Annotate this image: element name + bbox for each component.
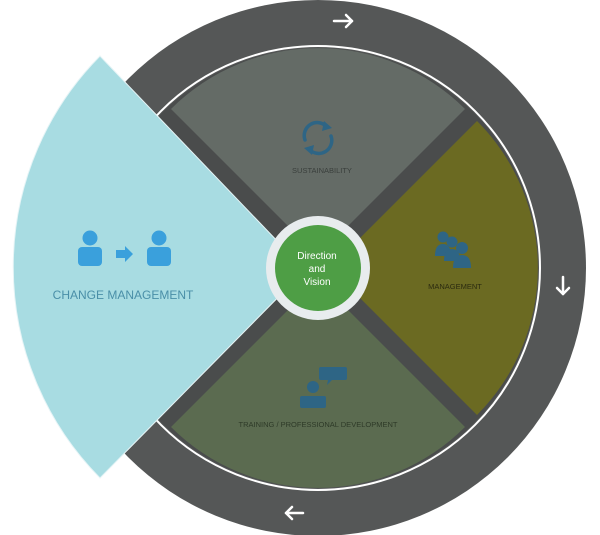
segment-change-management[interactable] — [12, 55, 306, 479]
group-people-icon — [435, 231, 471, 268]
center-circle[interactable] — [275, 225, 361, 311]
arrow-left-icon — [284, 505, 305, 521]
training-label: TRAINING / PROFESSIONAL DEVELOPMENT — [239, 420, 398, 429]
person-to-person-icon — [78, 230, 171, 266]
speaker-chat-icon — [300, 367, 347, 408]
change-management-label: CHANGE MANAGEMENT — [53, 288, 194, 302]
sustainability-label: SUSTAINABILITY — [292, 166, 352, 175]
arrow-down-icon — [555, 275, 571, 296]
center-line-3: Vision — [303, 277, 330, 288]
center-line-2: and — [309, 264, 326, 275]
refresh-cycle-icon — [302, 120, 334, 156]
management-label: MANAGEMENT — [428, 282, 482, 291]
arrow-right-icon — [332, 13, 354, 29]
segment-management[interactable] — [330, 121, 538, 415]
center-line-1: Direction — [297, 251, 336, 262]
